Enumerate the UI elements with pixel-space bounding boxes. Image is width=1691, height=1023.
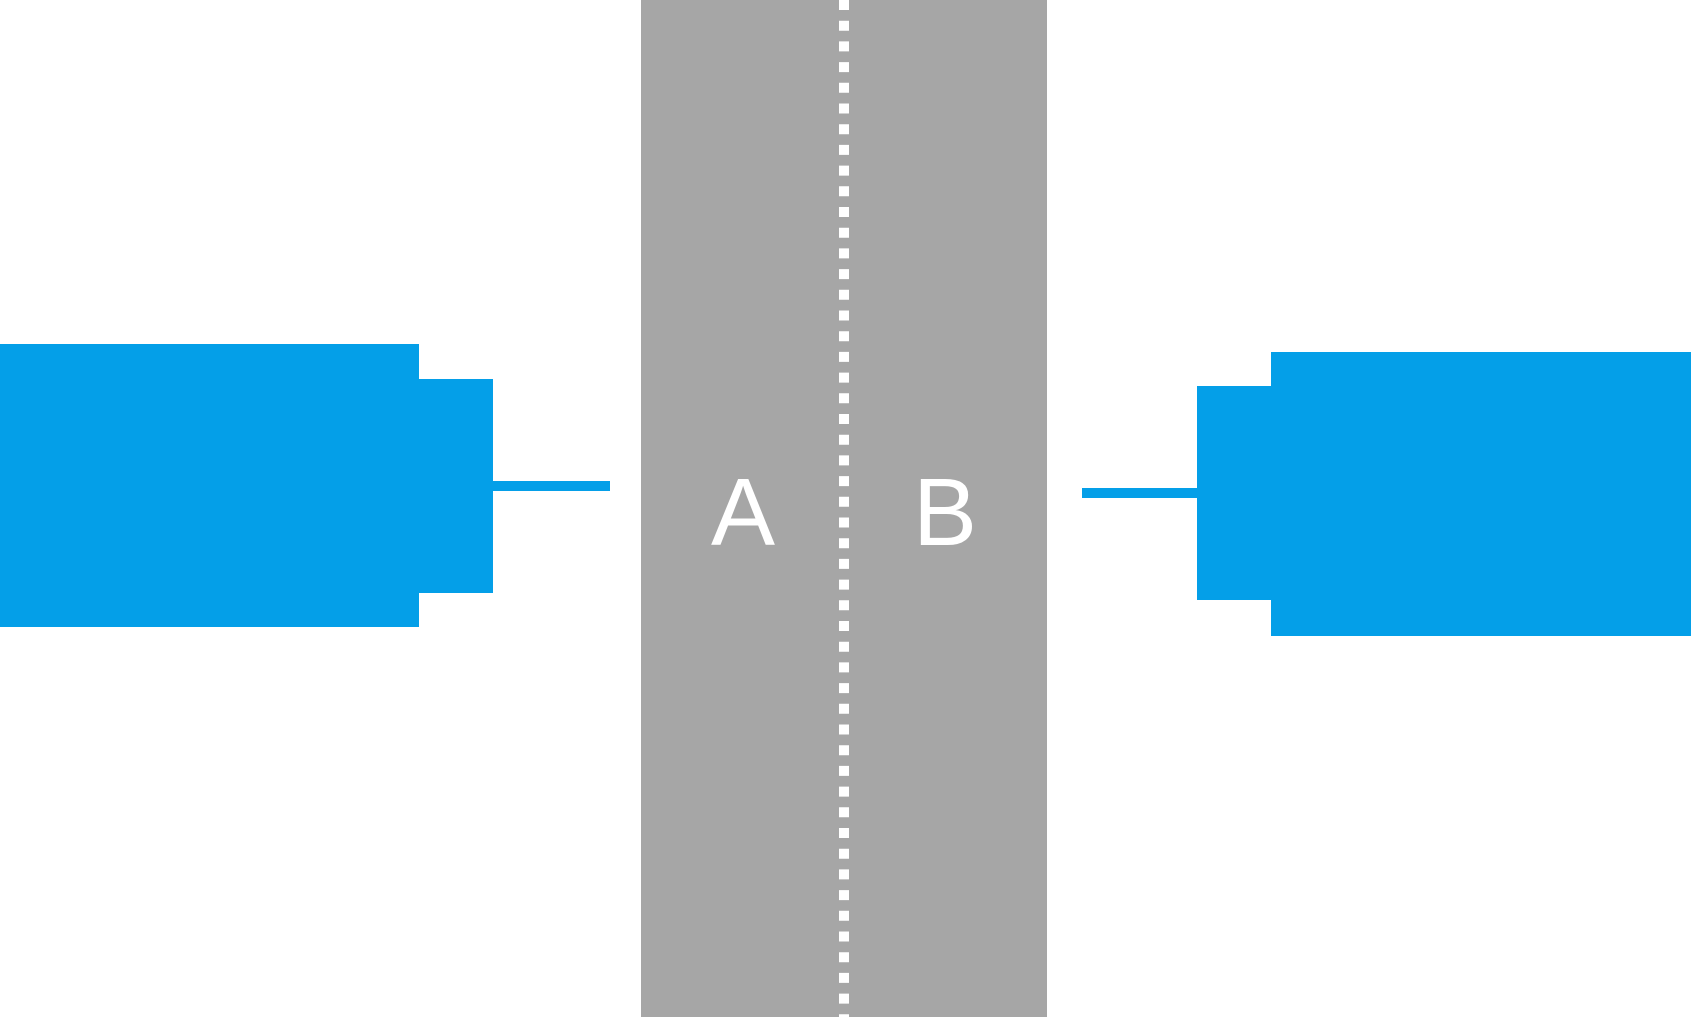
left-connector-wire — [492, 481, 610, 491]
left-connector-head — [418, 379, 493, 593]
right-connector-wire — [1082, 488, 1198, 498]
side-a-label: A — [711, 459, 775, 566]
right-connector — [1082, 352, 1691, 636]
center-panel: A B — [641, 0, 1047, 1017]
right-connector-head — [1197, 386, 1272, 600]
right-connector-body — [1271, 352, 1691, 636]
side-b-label: B — [913, 459, 977, 566]
left-connector — [0, 344, 610, 627]
left-connector-body — [0, 344, 419, 627]
